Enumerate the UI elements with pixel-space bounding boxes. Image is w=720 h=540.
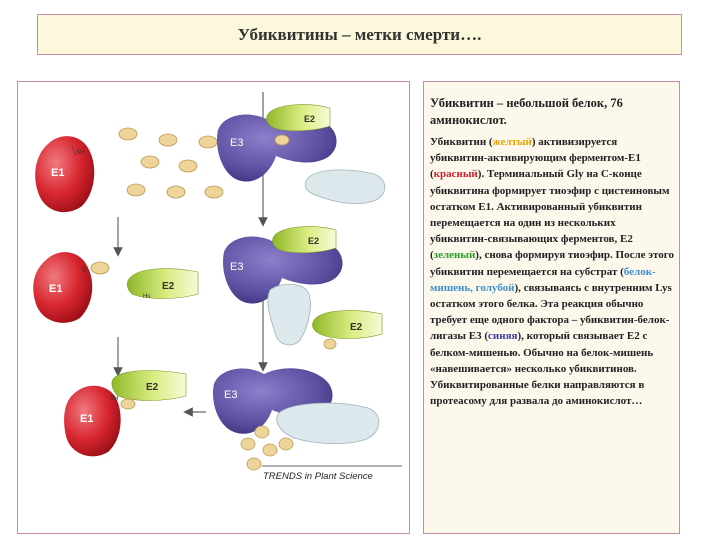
target-protein-1 [304,169,386,204]
e3-ligase-1: E3 [216,114,337,182]
svg-text:SH: SH [76,150,84,156]
explanation-panel: Убиквитин – небольшой белок, 76 аминокис… [423,81,680,534]
ubiquitination-figure: E1 SH E1 S E2 Hs [17,81,410,534]
e3-ligase-3: E3 [212,368,333,434]
word-red: красный [433,168,478,181]
free-ubiquitins [118,127,224,199]
target-protein-3 [276,402,380,445]
word-blue: белок-мишень, голубой [430,265,656,294]
polyubiquitin-chain [240,425,294,471]
svg-text:E1: E1 [80,413,93,425]
title-box: Убиквитины – метки смерти…. [37,14,682,55]
e2-enzyme-right: E2 [312,310,383,350]
e2-enzyme-free: E2 Hs [126,268,199,300]
svg-text:E2: E2 [162,281,175,292]
lead-paragraph: Убиквитин – небольшой белок, 76 аминокис… [430,96,623,127]
svg-text:E3: E3 [230,261,243,273]
word-green: зеленый [433,249,476,262]
word-indigo: синяя [488,330,518,343]
svg-text:E3: E3 [230,137,243,149]
target-protein-2 [267,283,311,346]
svg-text:E2: E2 [146,382,159,393]
e2-on-e3-1: E2 [266,104,331,146]
svg-text:E2: E2 [308,236,319,246]
e1-enzyme-1: E1 SH [35,136,95,213]
svg-text:E2: E2 [350,322,363,333]
figure-credit: TRENDS in Plant Science [263,471,373,482]
slide-title: Убиквитины – метки смерти…. [237,24,482,44]
e1-enzyme-3: E1 SH [64,385,121,457]
e2-enzyme-bound: E2 [111,370,187,410]
svg-text:E3: E3 [224,389,237,401]
e1-enzyme-2: E1 S [33,252,110,323]
svg-text:Hs: Hs [143,294,150,300]
body-paragraph: Убиквитин (желтый) активизируется убикви… [430,136,674,408]
word-yellow: желтый [492,136,532,148]
figure-diagram: E1 SH E1 S E2 Hs [33,92,402,482]
e3-ligase-2: E3 [222,236,343,304]
svg-text:S: S [82,268,86,274]
e2-on-e3-2: E2 [272,226,337,254]
svg-text:E1: E1 [49,283,62,295]
svg-text:E2: E2 [304,114,315,124]
svg-text:E1: E1 [51,167,64,179]
svg-text:SH: SH [110,396,118,402]
